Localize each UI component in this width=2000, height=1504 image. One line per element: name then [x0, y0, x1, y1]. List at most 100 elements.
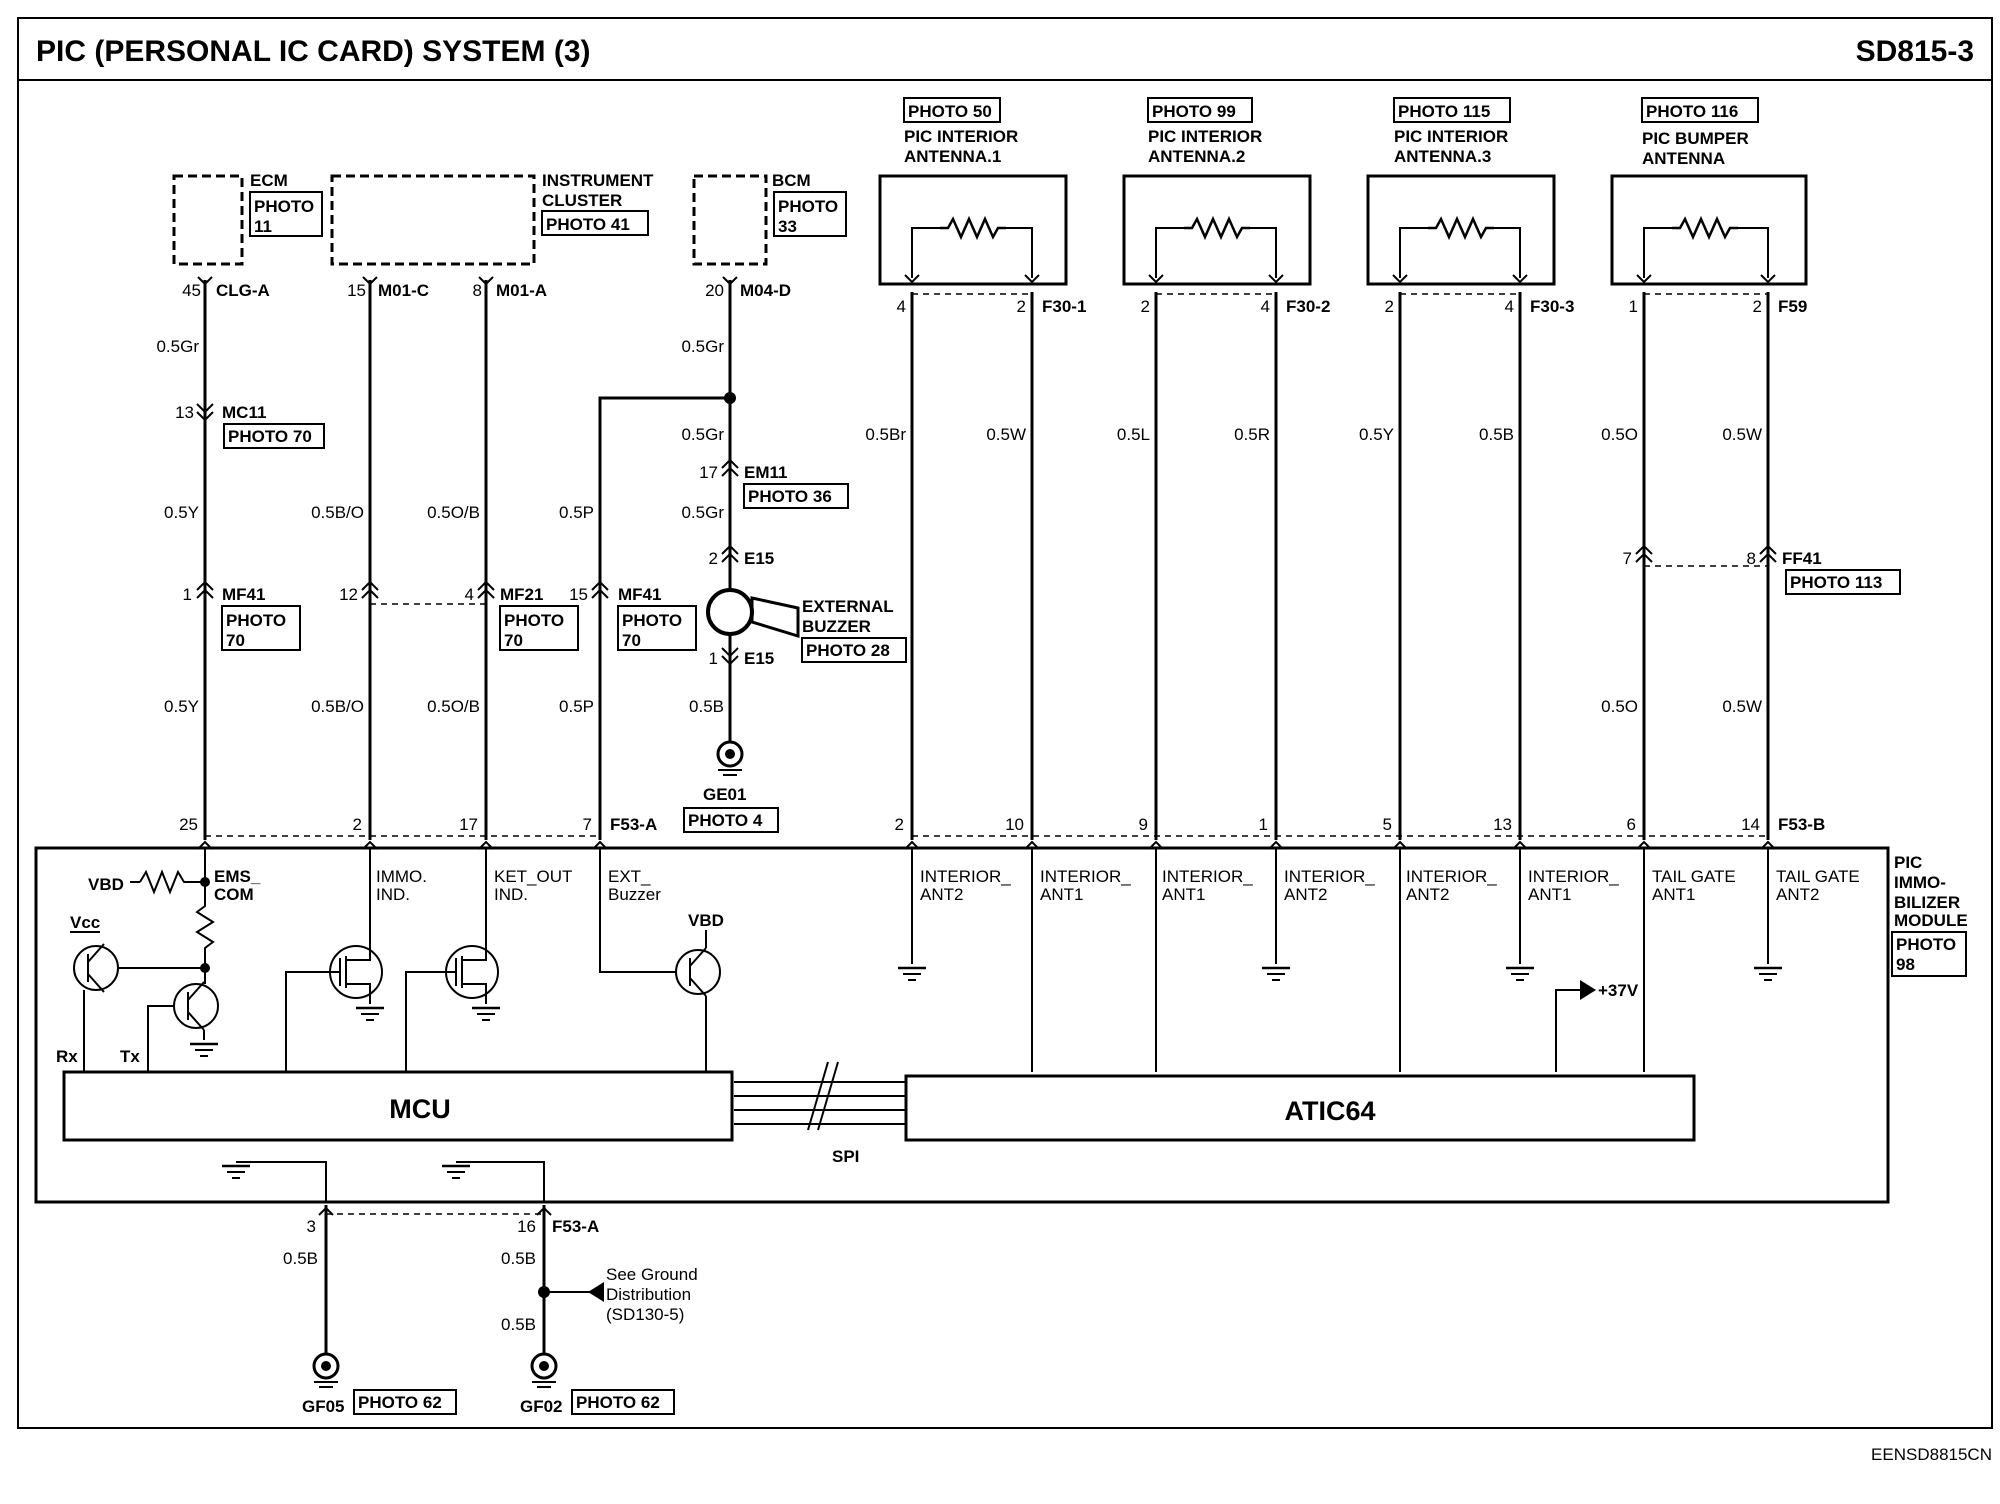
cluster-label-1: INSTRUMENT [542, 171, 654, 190]
svg-text:2: 2 [895, 815, 904, 834]
svg-text:ANTENNA.1: ANTENNA.1 [904, 147, 1001, 166]
svg-text:0.5Y: 0.5Y [164, 697, 199, 716]
svg-text:Tx: Tx [120, 1047, 140, 1066]
svg-text:0.5Y: 0.5Y [1359, 425, 1394, 444]
cluster-label-2: CLUSTER [542, 191, 622, 210]
mcu-block [62, 1070, 734, 1142]
svg-text:0.5O: 0.5O [1601, 697, 1638, 716]
svg-text:16: 16 [517, 1217, 536, 1236]
svg-text:0.5B: 0.5B [1479, 425, 1514, 444]
svg-text:INTERIOR_: INTERIOR_ [920, 867, 1011, 886]
svg-text:0.5W: 0.5W [1722, 425, 1762, 444]
svg-text:7: 7 [1623, 549, 1632, 568]
svg-text:PIC INTERIOR: PIC INTERIOR [1394, 127, 1508, 146]
antenna-3-photo: PHOTO 115 [1398, 102, 1490, 121]
svg-text:SPI: SPI [832, 1147, 859, 1166]
svg-text:0.5L: 0.5L [1117, 425, 1150, 444]
svg-text:+37V: +37V [1598, 981, 1639, 1000]
footer-code: EENSD8815CN [1871, 1445, 1992, 1464]
svg-text:ANT2: ANT2 [1406, 885, 1449, 904]
svg-text:4: 4 [465, 585, 474, 604]
svg-text:1: 1 [1259, 815, 1268, 834]
svg-text:70: 70 [622, 631, 641, 650]
ecm-photo-label: PHOTO [254, 197, 314, 216]
buzzer-label-2: BUZZER [802, 617, 871, 636]
svg-text:13: 13 [1493, 815, 1512, 834]
svg-text:0.5O: 0.5O [1601, 425, 1638, 444]
svg-text:0.5P: 0.5P [559, 697, 594, 716]
svg-text:0.5Gr: 0.5Gr [156, 337, 199, 356]
svg-text:ANT2: ANT2 [920, 885, 963, 904]
svg-text:PIC: PIC [1894, 853, 1922, 872]
svg-text:INTERIOR_: INTERIOR_ [1406, 867, 1497, 886]
wires [203, 280, 1770, 1354]
connector-m01-a: M01-A [496, 281, 547, 300]
connector-mf21: MF21 [500, 585, 543, 604]
page-title: PIC (PERSONAL IC CARD) SYSTEM (3) [36, 35, 591, 68]
ff41-photo: PHOTO 113 [1790, 573, 1882, 592]
ket-out-label: IND. [494, 885, 528, 904]
connector-mf41-a: MF41 [222, 585, 265, 604]
svg-text:5: 5 [1383, 815, 1392, 834]
svg-text:0.5B/O: 0.5B/O [311, 697, 364, 716]
gf02-photo: PHOTO 62 [576, 1393, 660, 1412]
svg-text:45: 45 [182, 281, 201, 300]
svg-text:PIC INTERIOR: PIC INTERIOR [1148, 127, 1262, 146]
module-label: MODULE [1894, 911, 1968, 930]
connector-f53-b: F53-B [1778, 815, 1825, 834]
svg-text:13: 13 [175, 403, 194, 422]
mcu-label: MCU [389, 1094, 451, 1124]
svg-text:0.5B: 0.5B [689, 697, 724, 716]
svg-text:0.5Gr: 0.5Gr [681, 337, 724, 356]
connector-ff41: FF41 [1782, 549, 1822, 568]
svg-text:BILIZER: BILIZER [1894, 893, 1960, 912]
svg-text:4: 4 [1505, 297, 1514, 316]
svg-text:0.5P: 0.5P [559, 503, 594, 522]
connector-mc11: MC11 [222, 403, 266, 422]
ground-gf02: GF02 [520, 1397, 563, 1416]
svg-text:VBD: VBD [88, 875, 124, 894]
svg-text:70: 70 [504, 631, 523, 650]
module-internal-circuit: VBD Vcc Rx Tx [56, 848, 1784, 1202]
svg-text:2: 2 [709, 549, 718, 568]
svg-text:ANT2: ANT2 [1776, 885, 1819, 904]
svg-text:70: 70 [226, 631, 245, 650]
svg-text:PHOTO: PHOTO [504, 611, 564, 630]
svg-text:98: 98 [1896, 955, 1915, 974]
svg-text:See Ground: See Ground [606, 1265, 698, 1284]
svg-text:11: 11 [254, 217, 272, 236]
svg-text:0.5Gr: 0.5Gr [681, 503, 724, 522]
svg-text:3: 3 [307, 1217, 316, 1236]
ems-com-label: COM [214, 885, 254, 904]
antenna-4-photo: PHOTO 116 [1646, 102, 1738, 121]
buzzer-label-1: EXTERNAL [802, 597, 894, 616]
svg-text:14: 14 [1741, 815, 1760, 834]
svg-text:12: 12 [339, 585, 358, 604]
ge01-photo: PHOTO 4 [688, 811, 763, 830]
svg-text:0.5B: 0.5B [501, 1315, 536, 1334]
svg-text:0.5O/B: 0.5O/B [427, 503, 480, 522]
svg-text:PHOTO: PHOTO [778, 197, 838, 216]
ground-gf05-icon [312, 1352, 340, 1389]
svg-text:INTERIOR_: INTERIOR_ [1040, 867, 1131, 886]
svg-text:PHOTO: PHOTO [226, 611, 286, 630]
ground-ge01: GE01 [703, 785, 746, 804]
svg-text:IMMO-: IMMO- [1894, 873, 1946, 892]
connector-f59: F59 [1778, 297, 1807, 316]
svg-text:EMS_: EMS_ [214, 867, 261, 886]
connector-em11: EM11 [744, 463, 787, 482]
svg-text:1: 1 [1629, 297, 1638, 316]
svg-text:0.5B: 0.5B [501, 1249, 536, 1268]
svg-text:IMMO.: IMMO. [376, 867, 427, 886]
svg-text:0.5Y: 0.5Y [164, 503, 199, 522]
cluster-photo-box [541, 210, 649, 236]
ground-distribution-note: Distribution [606, 1285, 691, 1304]
svg-text:25: 25 [179, 815, 198, 834]
connector-e15-top: E15 [744, 549, 774, 568]
svg-text:0.5B: 0.5B [283, 1249, 318, 1268]
svg-text:ANT2: ANT2 [1284, 885, 1327, 904]
svg-text:ANT1: ANT1 [1652, 885, 1695, 904]
antenna-3: PHOTO 115 PIC INTERIOR ANTENNA.3 [1366, 97, 1556, 286]
pic-immobilizer-module [34, 846, 1890, 1204]
connector-e15-bottom: E15 [744, 649, 774, 668]
